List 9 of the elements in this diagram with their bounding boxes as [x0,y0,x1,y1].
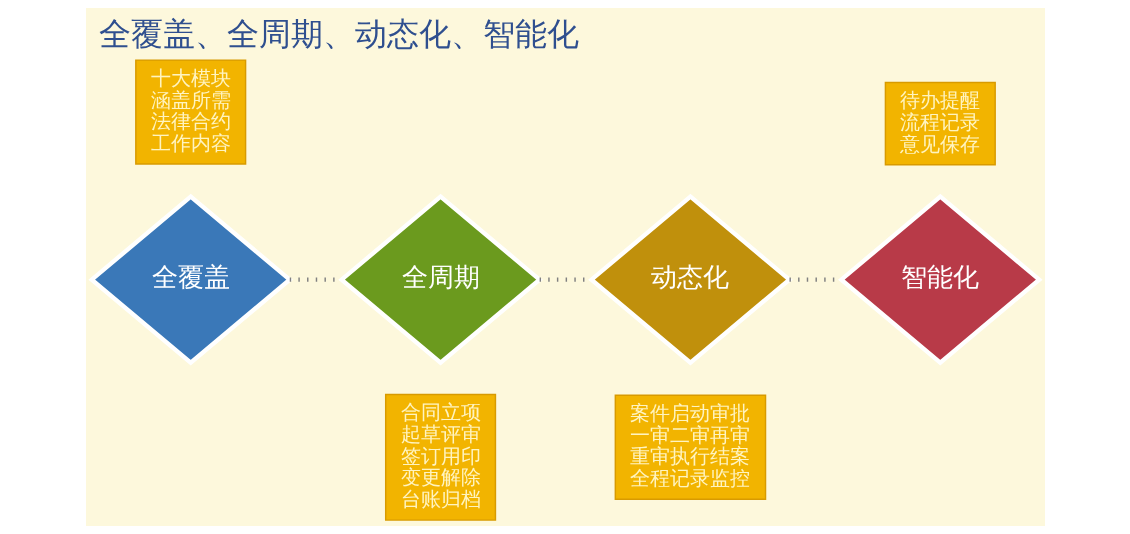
node-box: 合同立项起草评审签订用印变更解除台账归档 [384,393,496,521]
node-box: 案件启动审批一审二审再审重审执行结案全程记录监控 [614,394,766,500]
node-diamond: 智能化 [837,193,1043,366]
diagram-title: 全覆盖、全周期、动态化、智能化 [98,16,579,53]
node-box: 待办提醒流程记录意见保存 [884,81,996,166]
node-box: 十大模块涵盖所需法律合约工作内容 [134,59,246,165]
node-diamond: 全覆盖 [87,193,293,366]
node-diamond: 动态化 [587,193,793,366]
node-diamond: 全周期 [337,193,543,366]
